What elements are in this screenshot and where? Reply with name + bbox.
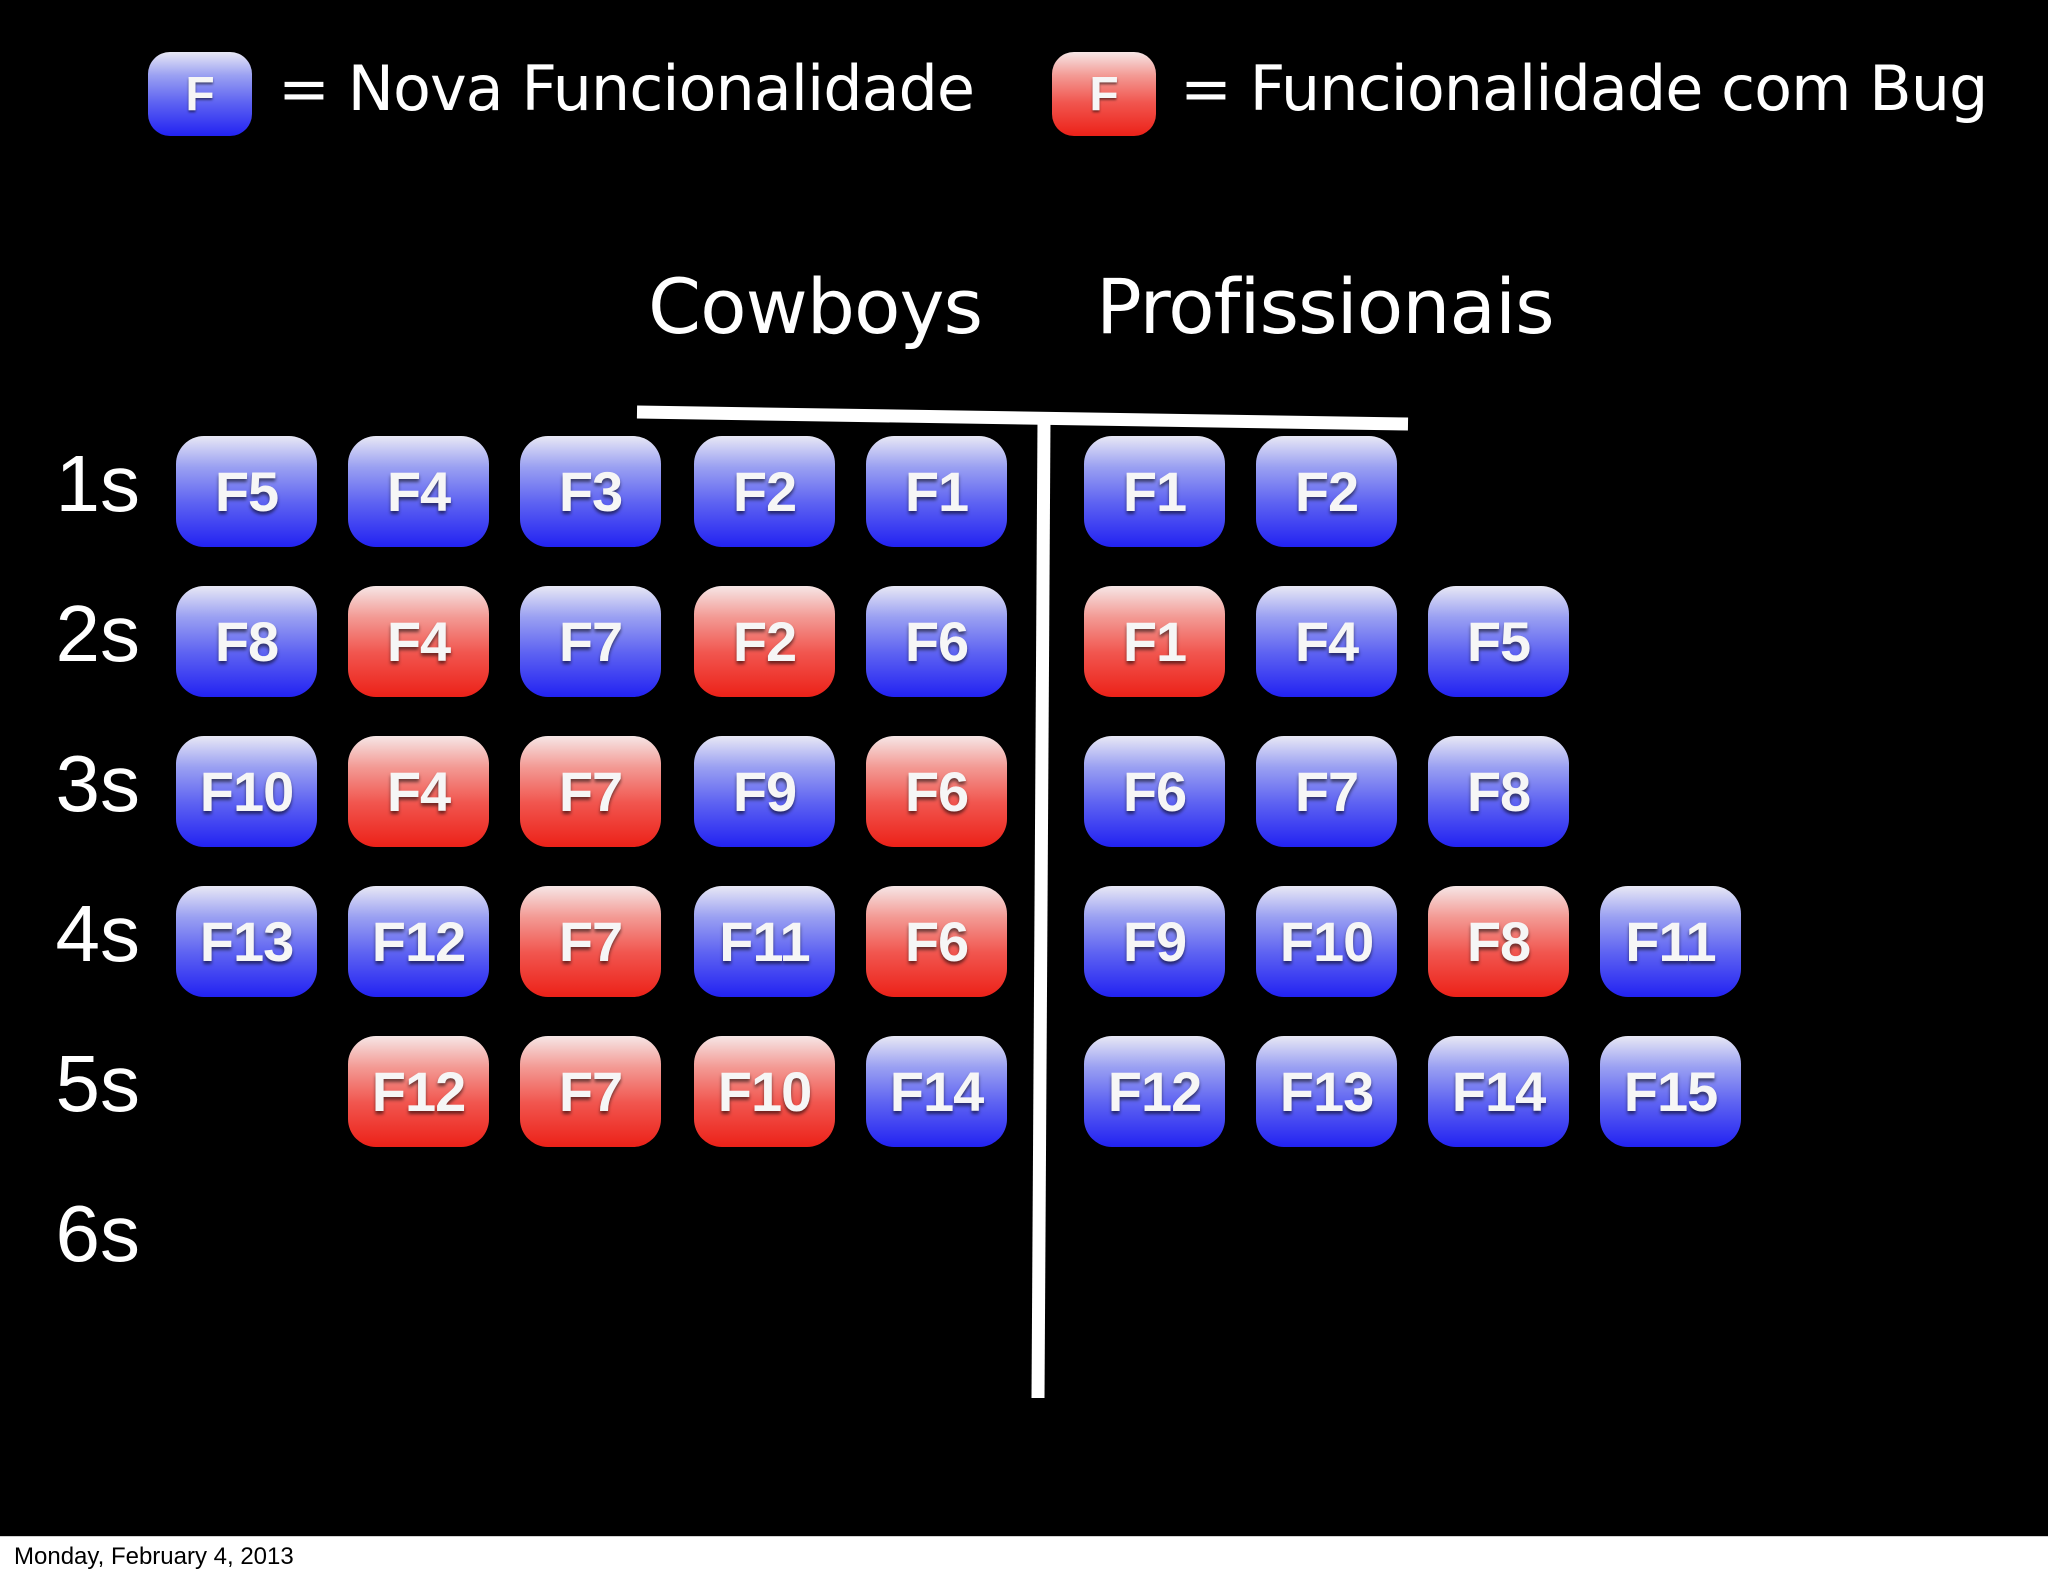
footer: Monday, February 4, 2013: [0, 1536, 2048, 1576]
feature-chip-cowboys: F10: [176, 736, 317, 847]
feature-chip-profissionais: F15: [1600, 1036, 1741, 1147]
legend-bug-text: = Funcionalidade com Bug: [1180, 52, 1988, 125]
feature-chip-profissionais: F12: [1084, 1036, 1225, 1147]
row-label: 2s: [55, 589, 141, 678]
feature-chip-cowboys: F12: [348, 1036, 489, 1147]
feature-chip-profissionais: F4: [1256, 586, 1397, 697]
feature-chip-cowboys: F2: [694, 436, 835, 547]
feature-chip-profissionais: F2: [1256, 436, 1397, 547]
feature-chip-cowboys: F4: [348, 436, 489, 547]
feature-chip-cowboys: F1: [866, 436, 1007, 547]
footer-date: Monday, February 4, 2013: [14, 1543, 294, 1570]
row-label: 4s: [55, 889, 141, 978]
feature-chip-cowboys: F12: [348, 886, 489, 997]
column-header-profissionais: Profissionais: [1096, 262, 1555, 351]
feature-chip-profissionais: F1: [1084, 436, 1225, 547]
t-divider: [636, 405, 1409, 1399]
feature-chip-profissionais: F7: [1256, 736, 1397, 847]
feature-chip-cowboys: F8: [176, 586, 317, 697]
feature-chip-cowboys: F7: [520, 586, 661, 697]
feature-chip-profissionais: F6: [1084, 736, 1225, 847]
feature-chip-profissionais: F10: [1256, 886, 1397, 997]
row-label: 6s: [55, 1189, 141, 1278]
row-label: 3s: [55, 739, 141, 828]
legend-bug-chip: F: [1052, 52, 1156, 136]
t-divider-horizontal: [636, 405, 1409, 431]
feature-chip-cowboys: F3: [520, 436, 661, 547]
feature-chip-cowboys: F7: [520, 886, 661, 997]
feature-chip-cowboys: F7: [520, 736, 661, 847]
feature-chip-cowboys: F11: [694, 886, 835, 997]
feature-chip-cowboys: F14: [866, 1036, 1007, 1147]
t-divider-vertical: [1031, 419, 1051, 1399]
feature-chip-cowboys: F6: [866, 586, 1007, 697]
feature-chip-profissionais: F9: [1084, 886, 1225, 997]
slide: F = Nova Funcionalidade F = Funcionalida…: [0, 0, 2048, 1536]
row-label: 5s: [55, 1039, 141, 1128]
legend-new-chip: F: [148, 52, 252, 136]
feature-chip-profissionais: F13: [1256, 1036, 1397, 1147]
legend-new-text: = Nova Funcionalidade: [278, 52, 975, 125]
feature-chip-profissionais: F14: [1428, 1036, 1569, 1147]
feature-chip-profissionais: F11: [1600, 886, 1741, 997]
feature-chip-cowboys: F10: [694, 1036, 835, 1147]
feature-chip-cowboys: F6: [866, 736, 1007, 847]
feature-chip-cowboys: F13: [176, 886, 317, 997]
column-header-cowboys: Cowboys: [648, 262, 983, 351]
feature-chip-cowboys: F5: [176, 436, 317, 547]
feature-chip-cowboys: F6: [866, 886, 1007, 997]
feature-chip-profissionais: F5: [1428, 586, 1569, 697]
feature-chip-cowboys: F2: [694, 586, 835, 697]
feature-chip-profissionais: F8: [1428, 886, 1569, 997]
feature-chip-cowboys: F7: [520, 1036, 661, 1147]
feature-chip-profissionais: F8: [1428, 736, 1569, 847]
feature-chip-profissionais: F1: [1084, 586, 1225, 697]
feature-chip-cowboys: F4: [348, 586, 489, 697]
feature-chip-cowboys: F4: [348, 736, 489, 847]
row-label: 1s: [55, 439, 141, 528]
feature-chip-cowboys: F9: [694, 736, 835, 847]
